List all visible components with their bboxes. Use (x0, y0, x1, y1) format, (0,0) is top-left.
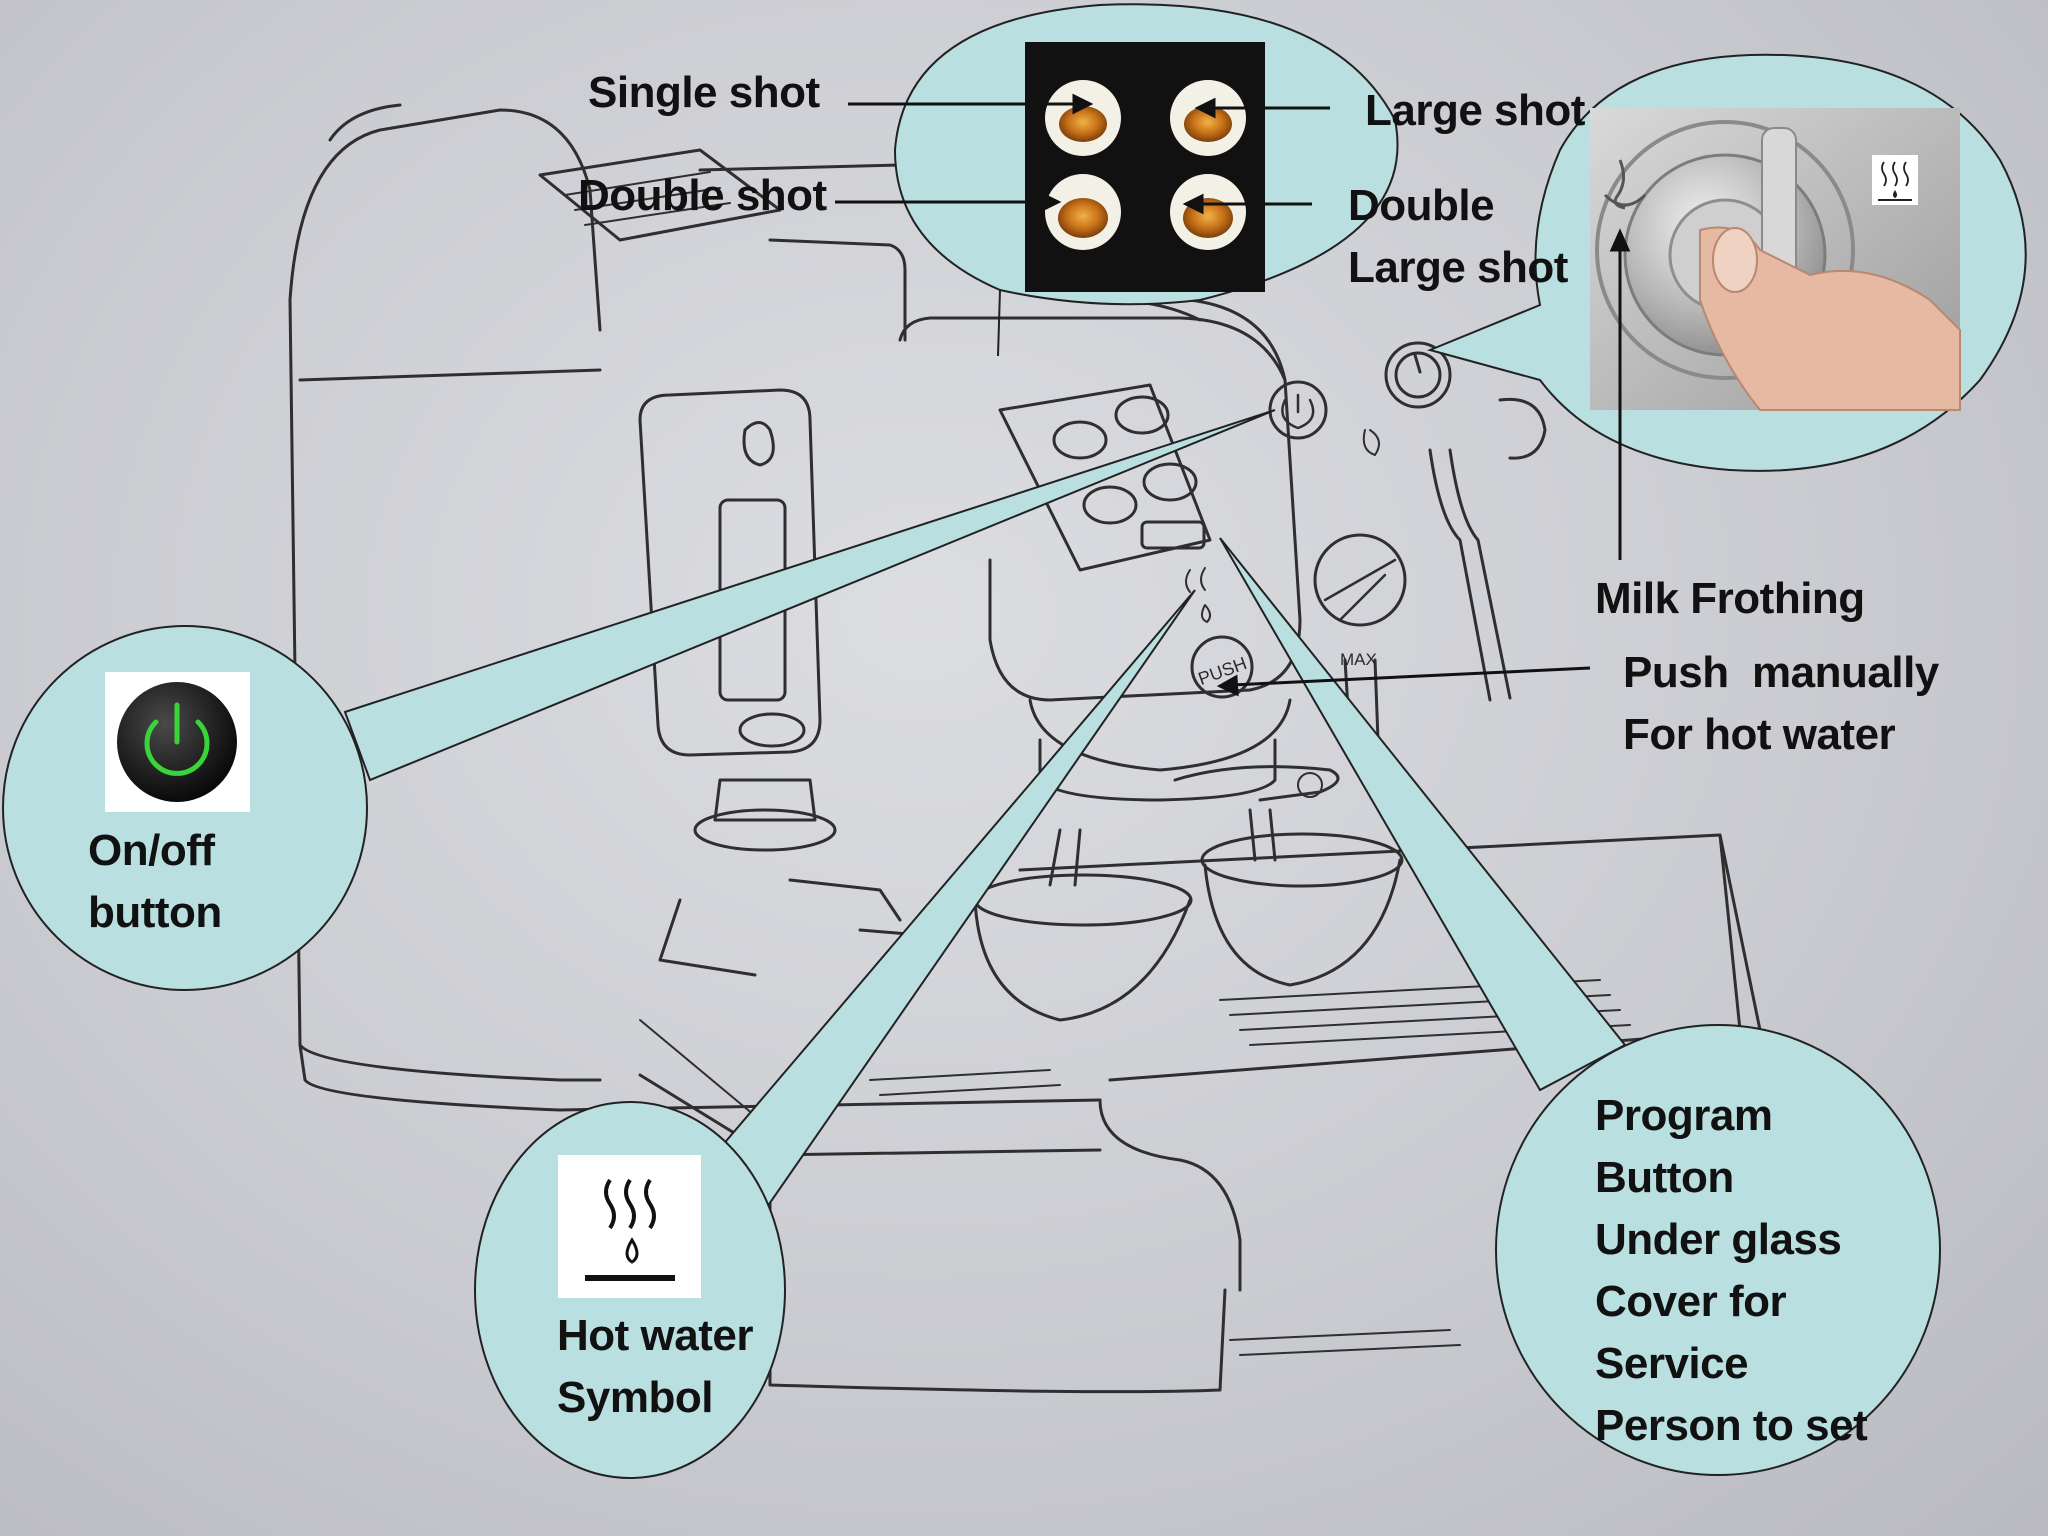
double-large-shot-button-icon (1170, 174, 1246, 250)
dial-hot-water-icon (1872, 155, 1918, 205)
steam-icon (1603, 159, 1647, 210)
max-mark: MAX (1340, 650, 1377, 669)
program-label-line: Program (1595, 1091, 1773, 1140)
program-label-line: Button (1595, 1153, 1734, 1202)
double-large-shot-label-2: Large shot (1348, 243, 1568, 292)
frothing-dial-photo (1590, 108, 1961, 411)
push-manually-label: Push manually (1623, 648, 1939, 697)
program-callout-pointer (1219, 537, 1627, 1092)
program-label-line: Service (1595, 1339, 1749, 1388)
double-large-shot-label-1: Double (1348, 181, 1495, 230)
program-label-line: Under glass (1595, 1215, 1842, 1264)
push-arrow (1231, 666, 1591, 687)
hotwater-label-1: Hot water (557, 1311, 753, 1360)
hotwater-callout-pointer (708, 589, 1196, 1212)
double-shot-button-icon (1045, 174, 1121, 250)
large-shot-label: Large shot (1365, 86, 1585, 135)
program-label-line: Person to set (1595, 1401, 1868, 1450)
program-callout-bubble (1495, 1024, 1941, 1476)
program-label-line: Cover for (1595, 1277, 1787, 1326)
onoff-callout-pointer (343, 409, 1276, 782)
onoff-label-2: button (88, 888, 222, 937)
program-button-label: Program Button Under glass Cover for Ser… (1595, 1085, 1868, 1457)
single-shot-label: Single shot (588, 68, 820, 117)
single-shot-button-icon (1045, 80, 1121, 156)
for-hot-water-label: For hot water (1623, 710, 1896, 759)
large-shot-button-icon (1170, 80, 1246, 156)
shot-buttons-photo (1025, 42, 1265, 292)
hotwater-label-2: Symbol (557, 1373, 713, 1422)
milk-frothing-label: Milk Frothing (1595, 574, 1865, 623)
double-shot-label: Double shot (578, 171, 827, 220)
hot-water-icon (558, 1155, 701, 1298)
onoff-label-1: On/off (88, 826, 215, 875)
power-icon (105, 672, 250, 812)
arrows (835, 93, 1631, 697)
